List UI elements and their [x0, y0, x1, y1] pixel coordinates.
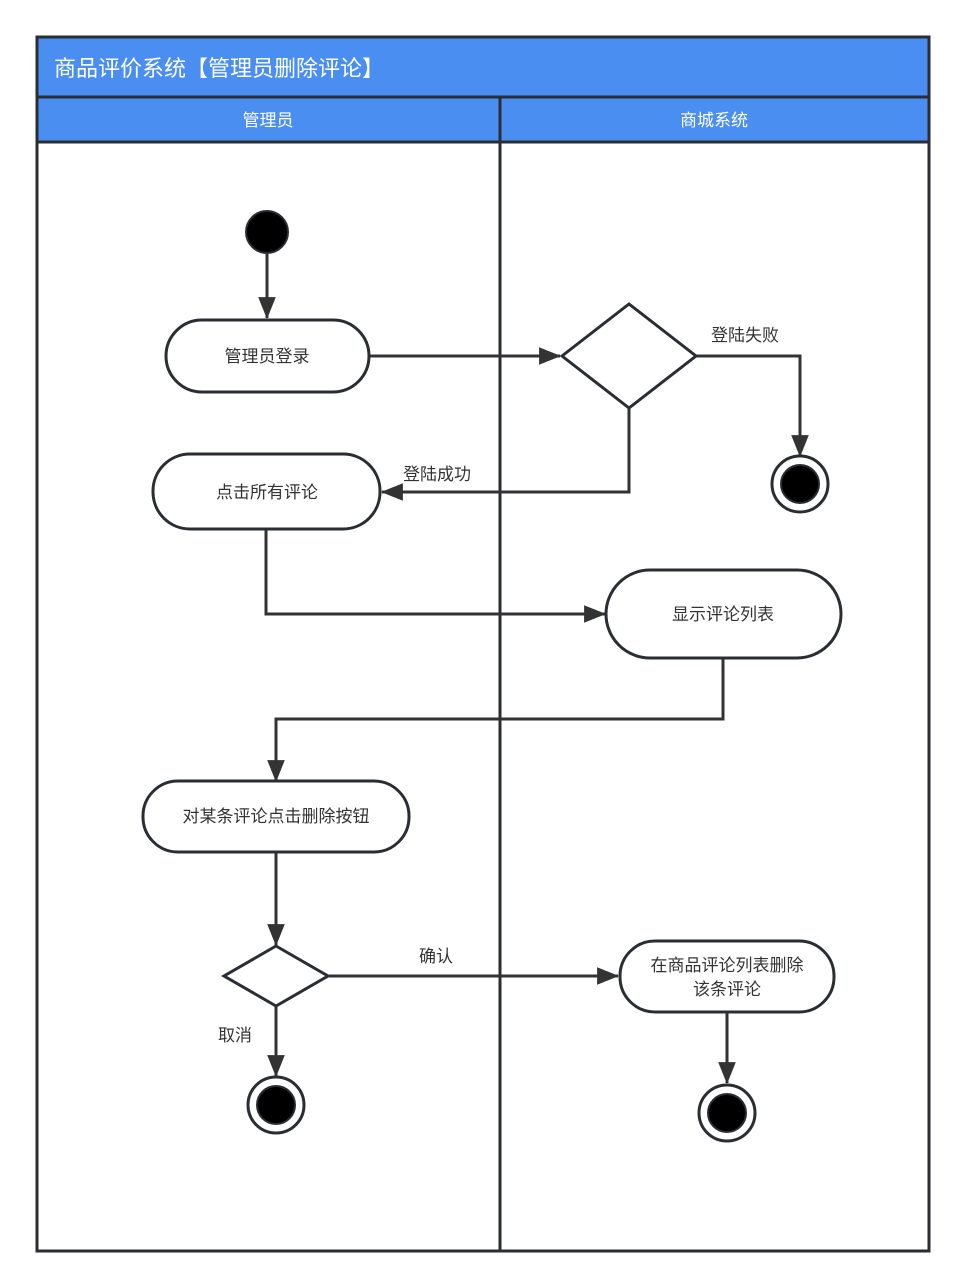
action-show-list-shape [604, 568, 843, 660]
final-node-login-fail[interactable] [770, 454, 830, 514]
edges [258, 252, 809, 1085]
action-click-all-label: 点击所有评论 [216, 483, 318, 503]
lane-body-system [498, 140, 931, 1253]
final-node-inner-dot [707, 1093, 747, 1133]
title-band [35, 35, 931, 99]
final-node-inner-dot [256, 1085, 296, 1125]
action-click-delete-shape [141, 779, 411, 854]
edge-showlist-to-clickdelete [267, 658, 725, 783]
action-show-list[interactable]: 显示评论列表 [604, 568, 843, 660]
action-delete-comment-label-line2: 该条评论 [693, 980, 761, 1000]
action-delete-comment-shape [618, 939, 836, 1014]
nodes: 管理员登录 点击所有评论 显示评论列表 对某条评论点击删除按钮 在商品评论列表删… [141, 210, 843, 1143]
action-login[interactable]: 管理员登录 [164, 318, 371, 394]
decision-login-check[interactable] [559, 302, 699, 410]
action-click-delete-label: 对某条评论点击删除按钮 [183, 807, 370, 827]
initial-node[interactable] [245, 210, 289, 254]
action-login-label: 管理员登录 [225, 347, 310, 367]
action-click-all-comments[interactable]: 点击所有评论 [151, 452, 382, 531]
final-node-done[interactable] [697, 1083, 757, 1143]
edge-clickall-to-showlist [264, 530, 607, 623]
swimlane-frame: 商品评价系统【管理员删除评论】 管理员 商城系统 [35, 35, 931, 1253]
action-login-shape [164, 318, 371, 394]
action-show-list-label: 显示评论列表 [672, 605, 774, 625]
action-delete-comment-label-line1: 在商品评论列表删除 [651, 956, 804, 976]
edge-label-confirm: 确认 [419, 947, 453, 967]
action-delete-comment[interactable]: 在商品评论列表删除 该条评论 [618, 939, 836, 1014]
edge-labels: 登陆失败 登陆成功 确认 取消 [218, 326, 779, 1046]
edge-label-login-fail: 登陆失败 [711, 326, 779, 346]
decision-confirm-check[interactable] [220, 944, 332, 1008]
diagram-title: 商品评价系统【管理员删除评论】 [54, 57, 384, 82]
final-node-inner-dot [780, 464, 820, 504]
edge-check-to-clickall [380, 408, 631, 501]
final-node-cancel[interactable] [246, 1075, 306, 1135]
edge-label-login-success: 登陆成功 [403, 465, 471, 485]
action-click-all-shape [151, 452, 382, 531]
edge-label-cancel: 取消 [218, 1026, 252, 1046]
lane-label-system: 商城系统 [680, 111, 748, 131]
lane-label-admin: 管理员 [243, 111, 294, 131]
edge-check-to-fail [696, 354, 809, 458]
lane-header-admin [35, 95, 502, 144]
action-click-delete[interactable]: 对某条评论点击删除按钮 [141, 779, 411, 854]
